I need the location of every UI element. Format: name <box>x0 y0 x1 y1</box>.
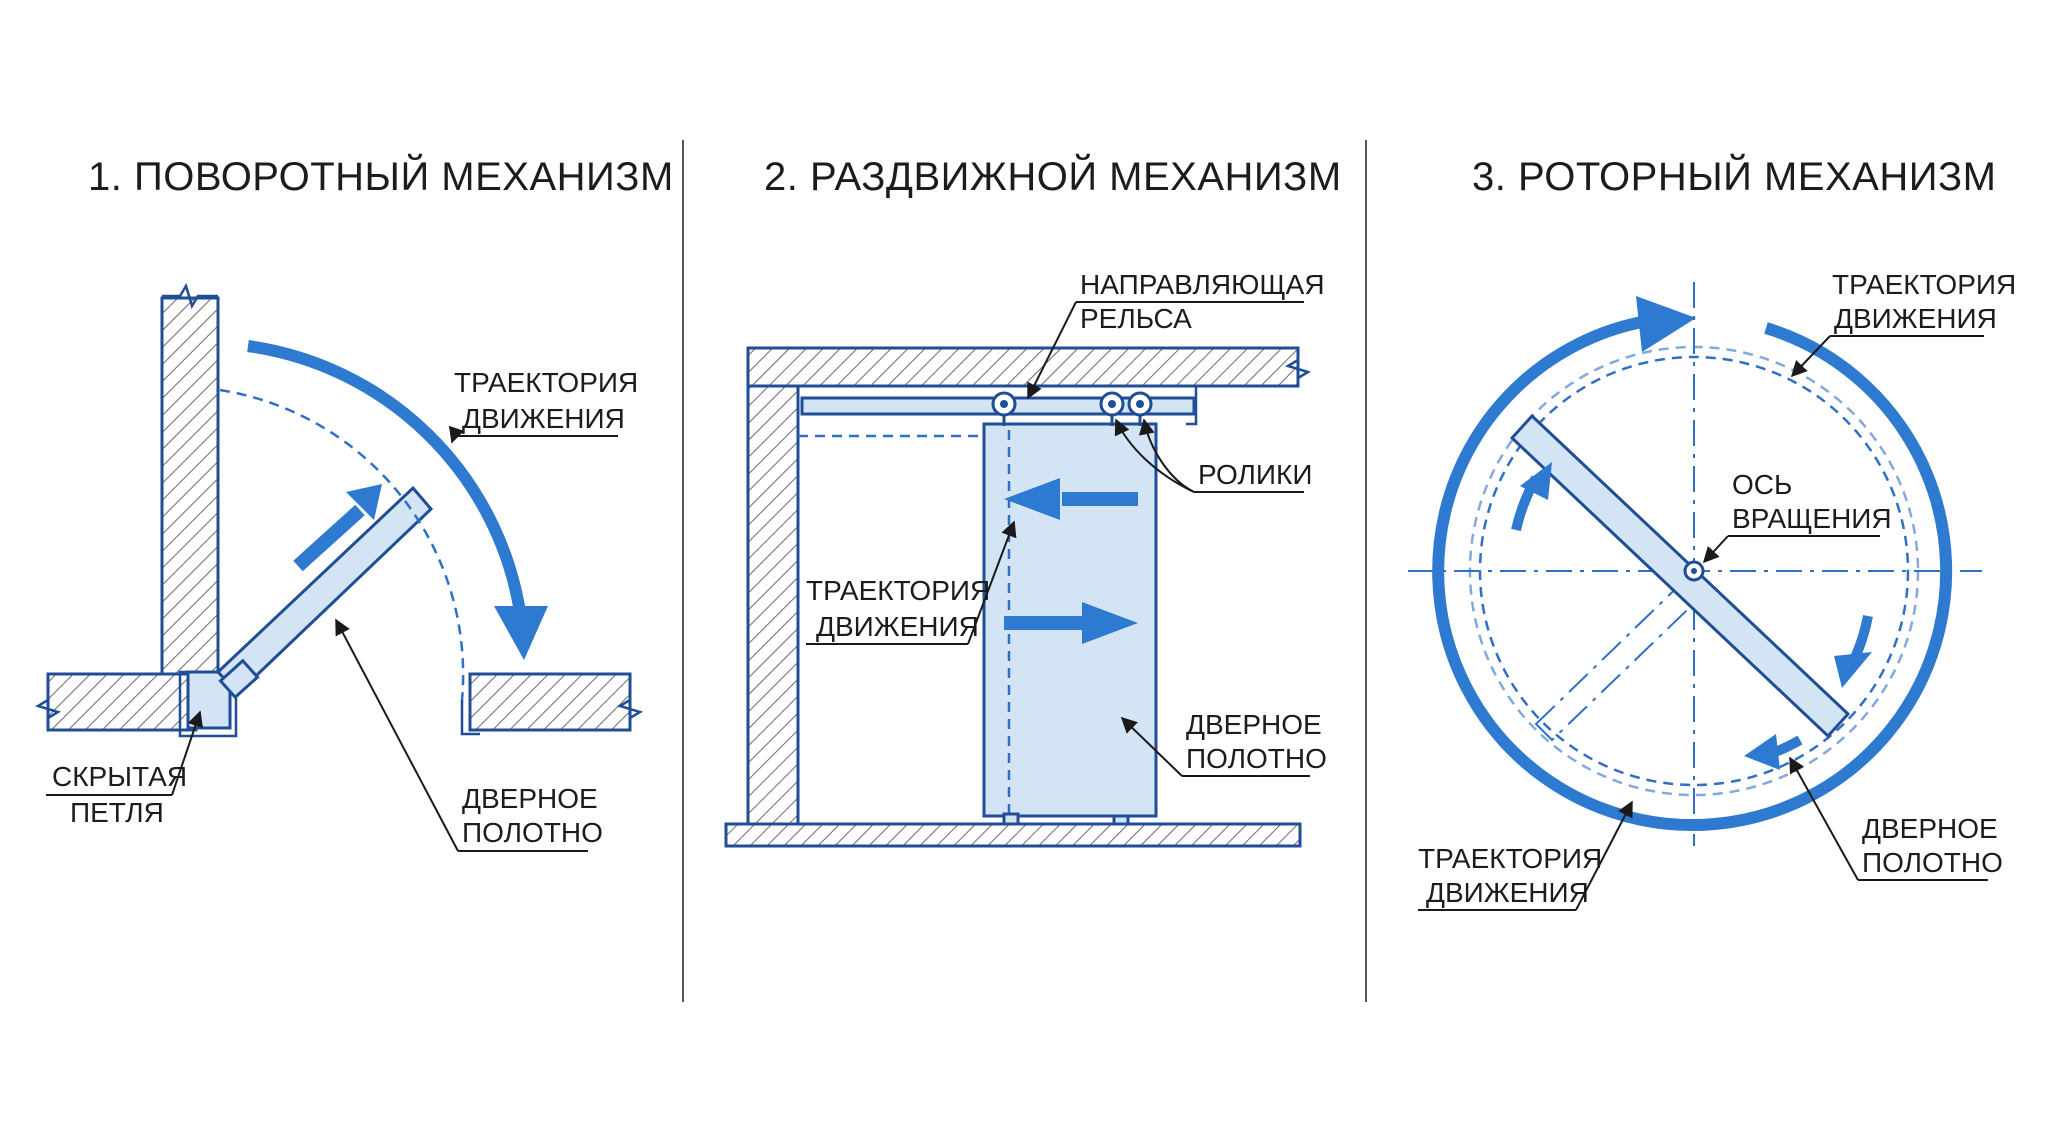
roller <box>1099 391 1125 426</box>
label-rail-2: РЕЛЬСА <box>1080 303 1192 334</box>
outer-trajectory-arrowhead <box>1636 296 1696 352</box>
label-trajectory-bottom-2: ДВИЖЕНИЯ <box>1426 877 1589 908</box>
label-trajectory-2: ДВИЖЕНИЯ <box>816 611 979 642</box>
label-axis-2: ВРАЩЕНИЯ <box>1732 503 1892 534</box>
label-door-2: ПОЛОТНО <box>1862 847 2003 878</box>
label-rollers: РОЛИКИ <box>1198 459 1312 490</box>
ceiling <box>746 346 1300 388</box>
label-trajectory-bottom-1: ТРАЕКТОРИЯ <box>1418 843 1602 874</box>
left-wall <box>746 384 800 826</box>
label-door-1: ДВЕРНОЕ <box>1186 709 1322 740</box>
label-trajectory-1: ТРАЕКТОРИЯ <box>806 575 990 606</box>
label-hinge-2: ПЕТЛЯ <box>70 797 164 828</box>
hinge-plate <box>178 670 238 738</box>
label-trajectory-1: ТРАЕКТОРИЯ <box>454 367 638 398</box>
label-trajectory-top-1: ТРАЕКТОРИЯ <box>1832 269 2016 300</box>
vertical-wall <box>160 296 220 676</box>
panel-rotary: 3. РОТОРНЫЙ МЕХАНИЗМ ТРАЕКТОРИЯ ДВИЖЕНИЯ… <box>1408 153 2016 911</box>
floor-wall-right <box>468 672 632 732</box>
door-path-circle <box>1478 355 1910 787</box>
door-frame <box>460 700 480 736</box>
label-hinge-1: СКРЫТАЯ <box>52 761 187 792</box>
panel-title: 1. ПОВОРОТНЫЙ МЕХАНИЗМ <box>88 153 674 199</box>
panel-swing: 1. ПОВОРОТНЫЙ МЕХАНИЗМ ТРАЕКТОРИЯ ДВИЖЕН… <box>34 153 674 852</box>
label-door-1: ДВЕРНОЕ <box>1862 813 1998 844</box>
break-mark <box>616 674 644 730</box>
roller <box>991 391 1017 426</box>
label-door-2: ПОЛОТНО <box>462 817 603 848</box>
panel-title: 3. РОТОРНЫЙ МЕХАНИЗМ <box>1472 153 1996 199</box>
break-mark <box>34 674 62 730</box>
break-mark <box>1284 348 1312 386</box>
rotary-door <box>1509 413 1851 739</box>
inner-arrow-bottom <box>1744 734 1780 770</box>
arrow-right <box>1082 602 1138 644</box>
door-leaf <box>215 485 434 696</box>
trajectory-arrow <box>247 340 526 613</box>
arrow-left <box>1004 478 1060 520</box>
floor <box>724 822 1302 848</box>
panel-title: 2. РАЗДВИЖНОЙ МЕХАНИЗМ <box>764 153 1342 199</box>
label-axis-1: ОСЬ <box>1732 469 1792 500</box>
label-rail-1: НАПРАВЛЯЮЩАЯ <box>1080 269 1325 300</box>
roller <box>1127 391 1153 426</box>
outer-trajectory-arc <box>1432 312 1953 831</box>
hinge-knuckle <box>218 658 260 700</box>
label-door-2: ПОЛОТНО <box>1186 743 1327 774</box>
door-motion-arrow <box>346 484 382 520</box>
break-mark <box>162 282 218 310</box>
label-trajectory-2: ДВИЖЕНИЯ <box>462 403 625 434</box>
floor-wall-left <box>46 672 198 732</box>
trajectory-arrowhead <box>494 606 548 660</box>
inner-arrow-right <box>1834 652 1872 688</box>
inner-arrow-top-left <box>1520 462 1552 500</box>
panel-sliding: 2. РАЗДВИЖНОЙ МЕХАНИЗМ <box>724 153 1342 848</box>
label-trajectory-top-2: ДВИЖЕНИЯ <box>1834 303 1997 334</box>
label-door-1: ДВЕРНОЕ <box>462 783 598 814</box>
